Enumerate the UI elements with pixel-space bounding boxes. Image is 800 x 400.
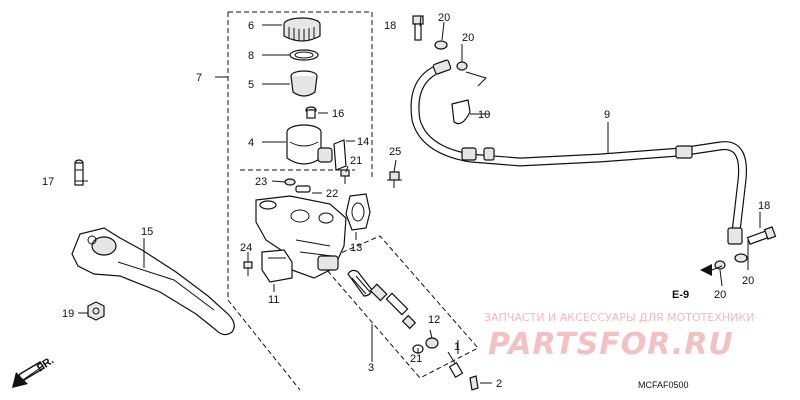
- master-cylinder-body: [255, 195, 347, 279]
- clutch-brake-hose: [410, 59, 748, 245]
- callout-10: 10: [478, 109, 490, 121]
- pivot-bolt: [74, 159, 84, 186]
- section-reference: E-9: [672, 289, 689, 301]
- reservoir-stay: [333, 139, 347, 171]
- callout-2: 2: [496, 378, 502, 390]
- group-3-outline: [319, 235, 479, 379]
- small-bolt: [305, 106, 317, 119]
- grommet: [284, 178, 296, 186]
- banjo-bolt-lower: [746, 226, 777, 245]
- sealing-washer: [734, 253, 748, 263]
- diaphragm-plate: [289, 49, 319, 61]
- callout-21-lower: 21: [410, 353, 422, 365]
- diagram-code: MCFAF0500: [638, 380, 689, 390]
- callout-18-upper: 18: [384, 20, 396, 32]
- callout-20-d: 20: [714, 289, 726, 301]
- watermark-logo: PARTSFOR.RU: [488, 327, 734, 362]
- callout-11: 11: [268, 294, 279, 306]
- brake-lever: [71, 227, 235, 336]
- callout-15: 15: [141, 226, 153, 238]
- section-ref-arrow: [700, 264, 723, 276]
- callout-3: 3: [368, 362, 374, 374]
- watermark-caption: ЗАПЧАСТИ И АКСЕССУАРЫ ДЛЯ МОТОТЕХНИКИ: [484, 311, 754, 324]
- callout-19: 19: [62, 308, 74, 320]
- diaphragm: [290, 70, 318, 97]
- pushrod-end: [469, 375, 479, 391]
- callouts: 6 8 5 7 16 4 14 21 25 23 22 13 24 11 12 …: [42, 12, 770, 390]
- piston-set: [347, 269, 417, 330]
- callout-20-a: 20: [438, 12, 450, 24]
- callout-23: 23: [255, 176, 267, 188]
- callout-5: 5: [248, 79, 254, 91]
- callout-13: 13: [350, 242, 362, 254]
- clamp-holder: [345, 193, 371, 231]
- sealing-washer: [434, 40, 448, 50]
- callout-7: 7: [196, 72, 202, 84]
- callout-18-lower: 18: [758, 200, 770, 212]
- hose-clamp: [451, 99, 471, 125]
- callout-17: 17: [42, 176, 54, 188]
- group-7-outline: [228, 11, 373, 178]
- brake-light-switch: [261, 249, 293, 283]
- callout-8: 8: [248, 50, 254, 62]
- callout-20-c: 20: [742, 275, 754, 287]
- reservoir-cap: [283, 17, 321, 42]
- reservoir-body: [286, 124, 333, 165]
- callout-25: 25: [389, 146, 401, 158]
- piston-boot: [447, 351, 464, 379]
- switch-screw: [243, 261, 253, 276]
- callout-12: 12: [428, 314, 440, 326]
- callout-6: 6: [248, 20, 254, 32]
- callout-20-b: 20: [462, 32, 474, 44]
- callout-22: 22: [326, 188, 338, 200]
- sealing-washer: [456, 61, 468, 71]
- callout-1: 1: [454, 341, 460, 353]
- callout-9: 9: [604, 109, 610, 121]
- callout-14: 14: [357, 136, 369, 148]
- sealing-washer: [714, 260, 726, 270]
- callout-24: 24: [240, 242, 252, 254]
- leader-lines: [75, 15, 761, 384]
- banjo-bolt-upper: [412, 15, 424, 41]
- mount-bolt: [387, 171, 402, 188]
- stay-screw: [340, 169, 350, 184]
- pivot-nut: [87, 301, 105, 321]
- hose-joint-clip: [295, 185, 311, 193]
- callout-21-upper: 21: [350, 155, 362, 167]
- o-ring: [425, 337, 439, 349]
- front-direction-arrow: FR.: [12, 354, 56, 388]
- callout-4: 4: [248, 137, 254, 149]
- callout-16: 16: [332, 108, 344, 120]
